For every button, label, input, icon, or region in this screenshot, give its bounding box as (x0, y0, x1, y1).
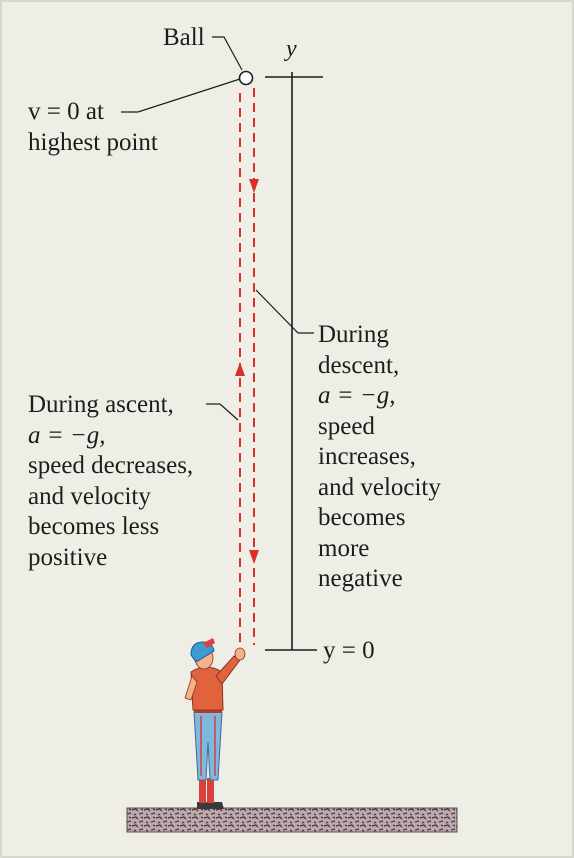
ascent-leader-line (206, 403, 239, 421)
y-zero-label: y = 0 (323, 637, 375, 664)
highest-point-leader-line (121, 78, 241, 113)
descent-arrow-down-icon-upper (249, 179, 259, 193)
ascent-line-3: speed decreases, (28, 452, 194, 479)
ground (126, 807, 458, 833)
ascent-arrow-up-icon (235, 362, 245, 376)
descent-line-4: speed (318, 412, 375, 440)
descent-line-6: and velocity (318, 473, 441, 501)
descent-annotation: During descent, a = −g, speed increases,… (318, 320, 441, 595)
ascent-line-6: positive (28, 543, 108, 571)
descent-acceleration: a = −g, (318, 382, 396, 409)
player-pants (193, 711, 223, 781)
player-hand (234, 647, 246, 661)
descent-line-9: negative (318, 565, 403, 592)
descent-leader-line (255, 289, 314, 334)
descent-line-8: more (318, 534, 370, 562)
player-raised-arm (215, 655, 241, 685)
descent-line-2: descent, (318, 351, 400, 379)
player-shoes (197, 802, 224, 809)
player-right-sock (207, 778, 214, 803)
trajectory-paths (235, 88, 259, 645)
descent-line-5: increases, (318, 443, 416, 470)
ball-leader-line (212, 36, 243, 71)
y-axis (265, 72, 323, 651)
ascent-annotation: During ascent, a = −g, speed decreases, … (28, 390, 193, 573)
ascent-title: During ascent, (28, 391, 174, 418)
descent-arrow-down-icon-lower (249, 550, 259, 564)
highest-point-line-1: v = 0 at (28, 98, 104, 125)
player-cap-visor (203, 638, 215, 648)
descent-title: During (318, 321, 389, 348)
leader-lines (121, 36, 314, 421)
player-figure (184, 638, 246, 809)
y-axis-label: y (286, 36, 297, 62)
highest-point-line-2: highest point (28, 128, 158, 156)
ball-icon (238, 70, 254, 86)
ball-label: Ball (163, 24, 205, 51)
ascent-line-5: becomes less (28, 513, 160, 540)
player-left-sock (199, 778, 206, 803)
ascent-line-4: and velocity (28, 482, 151, 510)
player-back-arm (184, 675, 198, 701)
ascent-acceleration: a = −g, (28, 421, 106, 449)
highest-point-annotation: v = 0 at highest point (28, 97, 158, 158)
descent-line-7: becomes (318, 504, 406, 531)
player-shirt (190, 666, 224, 711)
